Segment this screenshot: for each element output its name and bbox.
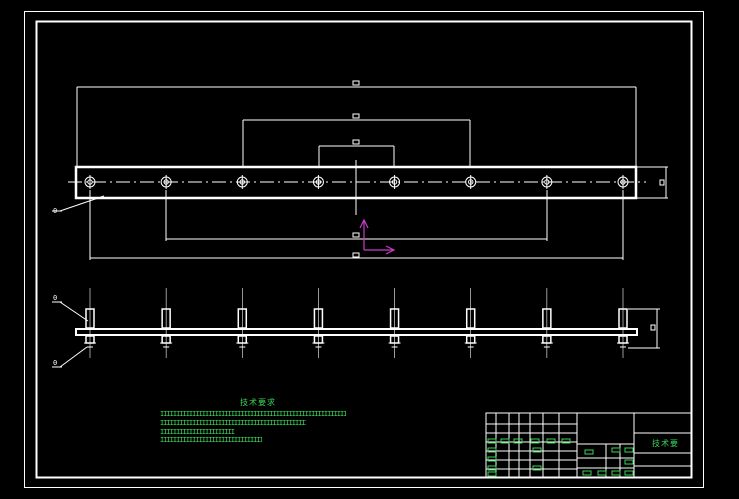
leader-line-nut [59, 346, 88, 368]
notes-line-3: IIIIIIIIIIIIIIIIIIIIIII [160, 429, 235, 436]
hole [465, 175, 477, 189]
balloon-post: 0 [53, 294, 57, 302]
hole [541, 175, 553, 189]
inner-sheet-border [35, 20, 693, 479]
notes-title: 技术要求 [240, 398, 276, 407]
dim-overall-text [352, 80, 360, 86]
title-block-cell-mark [597, 470, 607, 476]
title-block-cell-mark [487, 471, 497, 477]
title-block-cell-mark [513, 438, 523, 444]
post [388, 288, 401, 358]
notes-line-4: IIIIIIIIIIIIIIIIIIIIIIIIIIIIIIIIII [160, 437, 262, 444]
title-block-label: 技术要 [652, 439, 679, 448]
title-block-cell-mark [611, 447, 621, 453]
notes-line-1: IIIIIIIIIIIIIIIIIIIIIIIIIIIIIIIIIIIIIIII… [160, 411, 346, 418]
post [617, 288, 629, 358]
dim-height-text [650, 324, 656, 331]
hole [160, 175, 172, 189]
title-block-cell-mark [611, 470, 621, 476]
title-block-cell-mark [624, 470, 634, 476]
outer-sheet-border [24, 11, 704, 488]
top-view-holes [84, 175, 629, 189]
title-block-cell-mark [561, 438, 571, 444]
post [540, 288, 553, 358]
post [236, 288, 249, 358]
front-view[interactable] [52, 288, 660, 368]
title-block-cell-mark [546, 438, 556, 444]
notes-line-2: IIIIIIIIIIIIIIIIIIIIIIIIIIIIIIIIIIIIIIII… [160, 420, 306, 427]
hole [312, 175, 324, 189]
dim-mid-text [352, 113, 360, 119]
leader-line-post [59, 301, 89, 322]
ucs-icon[interactable] [359, 218, 396, 255]
title-block-cell-mark [584, 449, 594, 455]
leader-line-plate [59, 195, 105, 212]
title-block-cell-mark [532, 465, 542, 471]
post [464, 288, 477, 358]
title-block-cell-mark [487, 465, 497, 471]
title-block[interactable] [485, 412, 692, 478]
title-block-cell-mark [582, 470, 592, 476]
title-block-cell-mark [624, 459, 634, 465]
title-block-green-text [487, 438, 634, 477]
top-view[interactable] [52, 80, 668, 260]
title-block-cell-mark [487, 456, 497, 462]
hole [84, 175, 96, 189]
post [84, 288, 96, 358]
title-block-cell-mark [532, 447, 542, 453]
hole [236, 175, 248, 189]
title-block-cell-mark [487, 447, 497, 453]
post [312, 288, 325, 358]
balloon-plate: 0 [53, 207, 57, 215]
dim-thickness-text [659, 179, 665, 186]
title-block-cell-mark [530, 438, 540, 444]
title-block-cell-mark [624, 447, 634, 453]
dim-inner-span-text [352, 232, 360, 238]
title-block-frame [485, 412, 692, 478]
hole [617, 175, 629, 189]
post [160, 288, 173, 358]
rail-outline[interactable] [75, 328, 638, 336]
dim-hole-span-text [352, 252, 360, 258]
title-block-cell-mark [500, 438, 510, 444]
front-view-posts [84, 288, 629, 358]
title-block-cell-mark [487, 438, 497, 444]
hole [389, 175, 401, 189]
dim-pitch-text [352, 139, 360, 145]
balloon-nut: 0 [53, 359, 57, 367]
